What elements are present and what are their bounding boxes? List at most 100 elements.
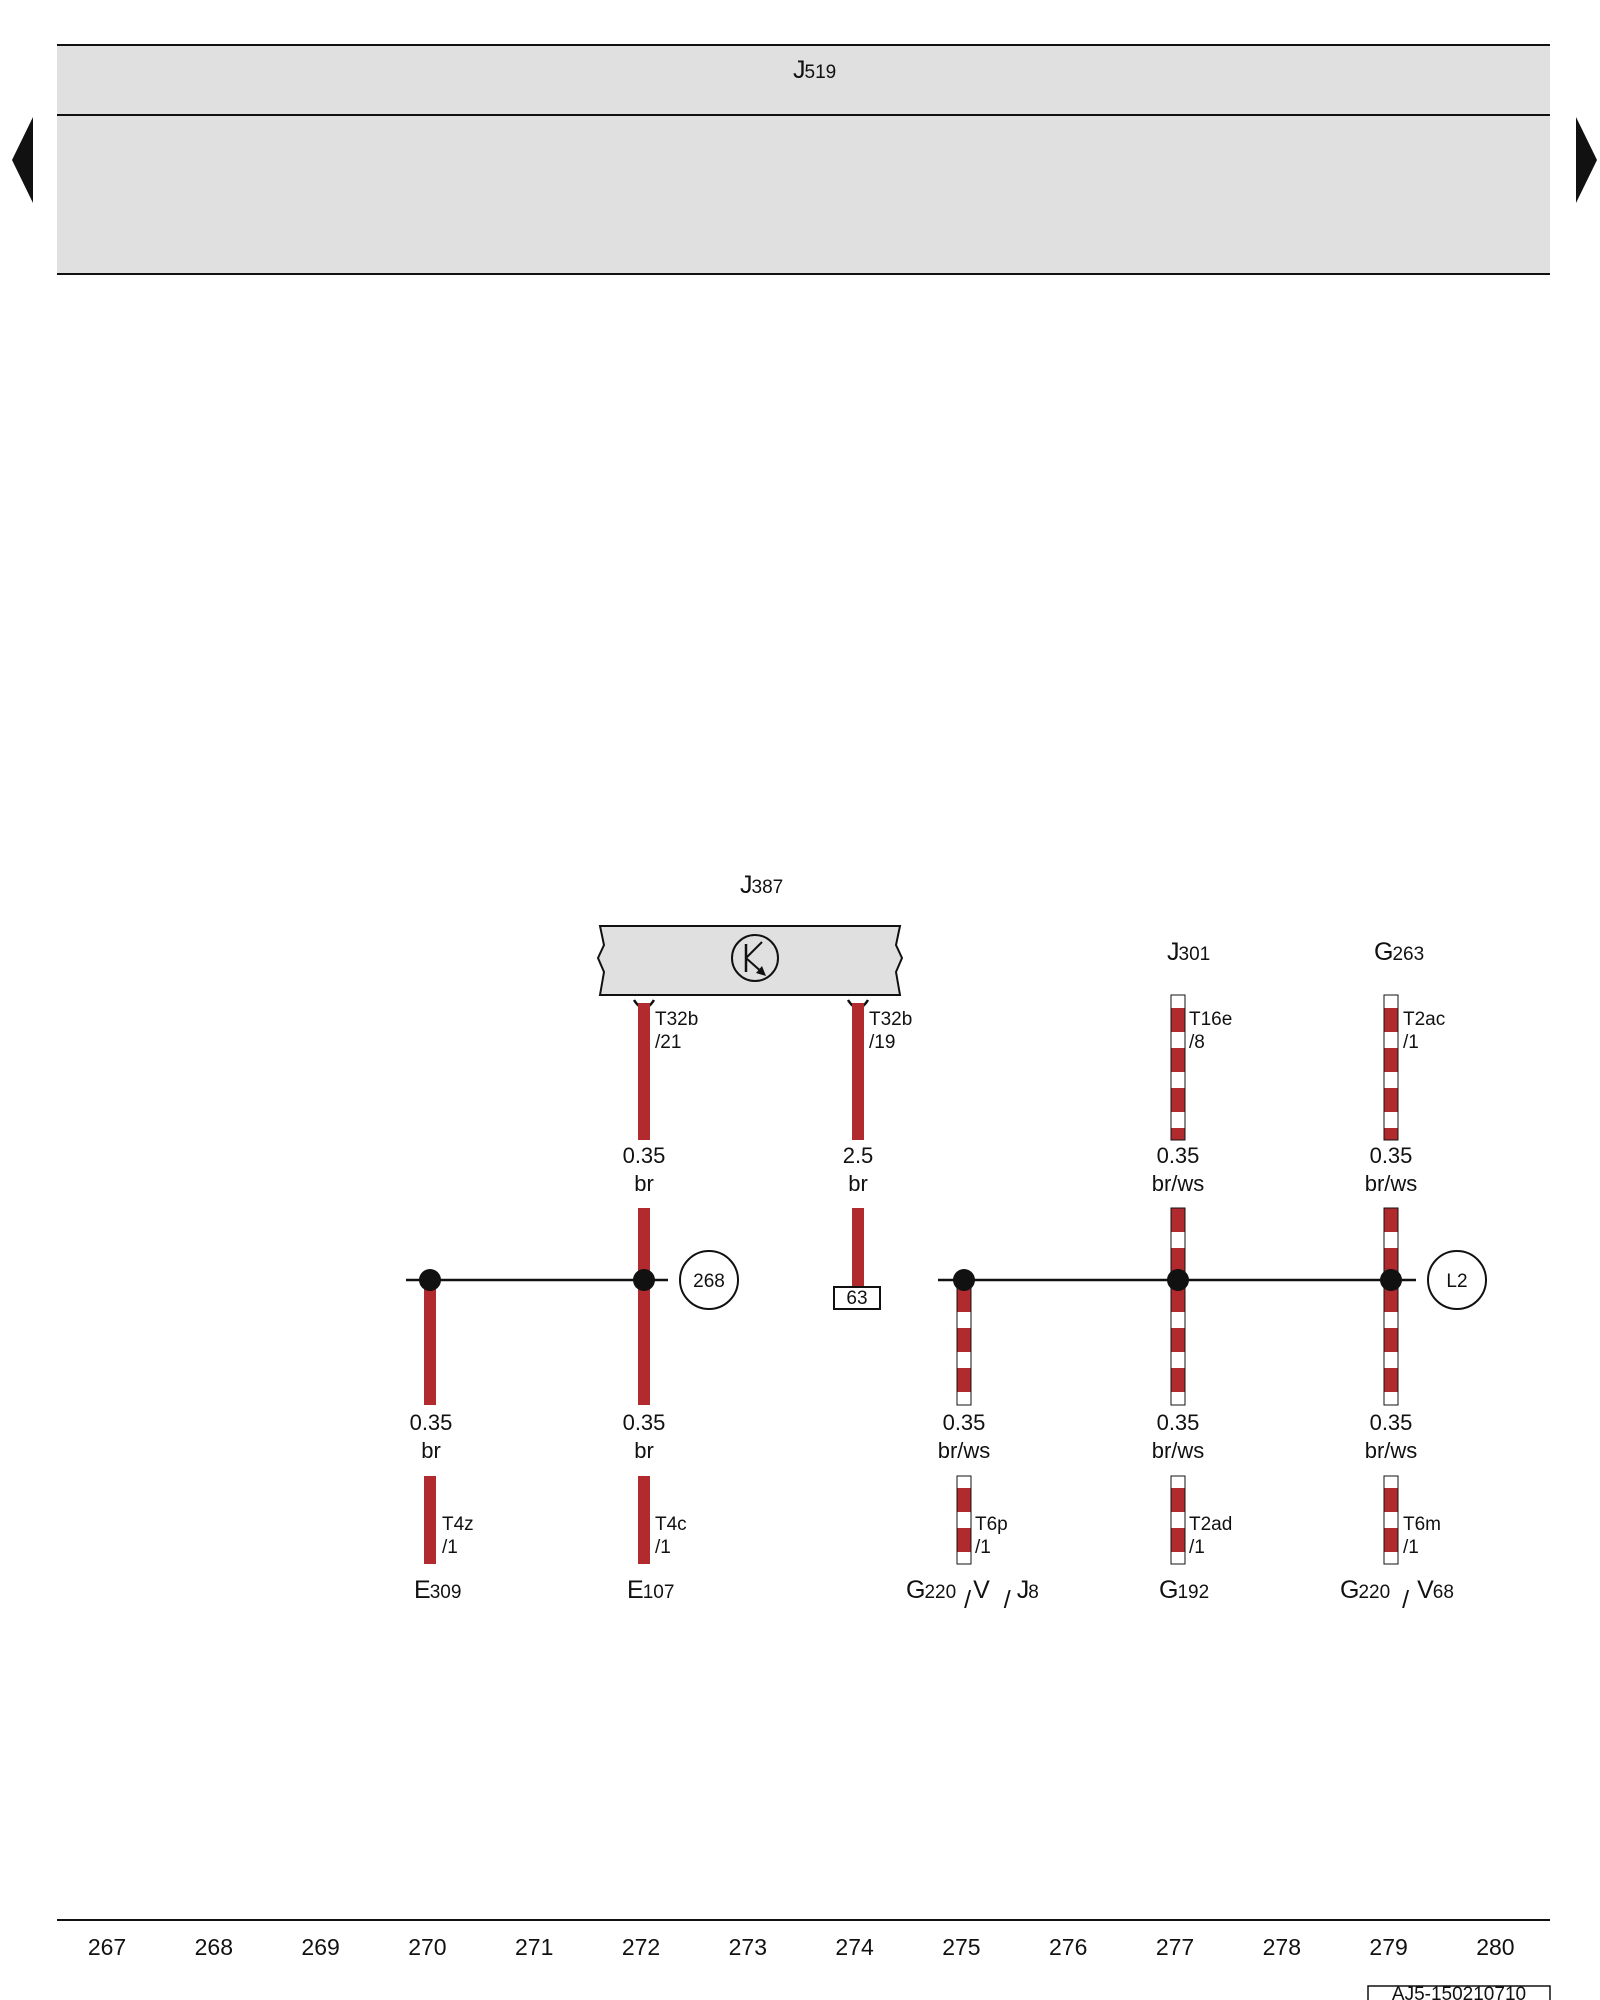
- component-g220-v-j8: G220/V/J8: [906, 1576, 1039, 1614]
- previous-page-arrow[interactable]: [12, 117, 33, 203]
- wire-275-mid: [956, 1279, 972, 1406]
- e309-number: 309: [430, 1582, 462, 1603]
- wire-270-lower-size: 0.35: [410, 1410, 453, 1435]
- pin-19-number: /19: [869, 1032, 895, 1053]
- j387-number: 387: [752, 877, 784, 898]
- footer-column-269: 269: [301, 1934, 339, 1960]
- footer-column-275: 275: [942, 1934, 980, 1960]
- component-g192: G192: [1159, 1576, 1209, 1604]
- g220-v-separator: /: [964, 1586, 971, 1614]
- top-component-g263: G263: [1374, 938, 1424, 966]
- g220-b-number: 220: [1358, 1582, 1390, 1603]
- footer-column-278: 278: [1263, 1934, 1301, 1960]
- wire-274-mid: [852, 1208, 864, 1288]
- upper-wire-labels: 0.35 br 2.5 br 0.35 br/ws 0.35 br/ws: [623, 1143, 1418, 1196]
- wire-272-upper: [638, 1003, 650, 1140]
- reference-circle-268-text: 268: [693, 1271, 725, 1292]
- e309-prefix: E: [414, 1576, 431, 1604]
- footer-code-box: [1367, 1985, 1551, 2000]
- j301-number: 301: [1179, 944, 1211, 965]
- wire-277-mid: [1170, 1207, 1186, 1406]
- splice-dot-277: [1167, 1269, 1189, 1291]
- header-component-prefix: J: [793, 56, 806, 84]
- wire-279-lower: [1383, 1475, 1399, 1565]
- pin-t16e-connector: T16e: [1189, 1009, 1232, 1030]
- header-component-label: J519: [793, 56, 836, 84]
- pin-t32b-connector-b: T32b: [869, 1009, 912, 1030]
- g263-prefix: G: [1374, 938, 1393, 966]
- wire-279-lower-color: br/ws: [1365, 1438, 1418, 1463]
- header-background: [57, 45, 1550, 274]
- footer-code: AJ5-150210710: [1392, 1984, 1526, 2000]
- header-component-number: 519: [805, 62, 837, 83]
- wire-279-upper: [1383, 994, 1399, 1141]
- j8-number: 8: [1028, 1582, 1039, 1603]
- splice-dot-275: [953, 1269, 975, 1291]
- footer-column-272: 272: [622, 1934, 660, 1960]
- pin-t4z-1-number: /1: [442, 1537, 458, 1558]
- g192-number: 192: [1177, 1582, 1209, 1603]
- wire-275-lower-size: 0.35: [943, 1410, 986, 1435]
- reference-circle-l2-text: L2: [1446, 1271, 1467, 1292]
- pin-t6m-connector: T6m: [1403, 1514, 1441, 1535]
- wire-274-upper-color: br: [848, 1171, 868, 1196]
- footer-column-270: 270: [408, 1934, 446, 1960]
- wire-270-lower: [424, 1476, 436, 1564]
- j387-prefix: J: [740, 871, 753, 899]
- wire-272-lower: [638, 1476, 650, 1564]
- ground-point-63-text: 63: [846, 1288, 867, 1309]
- g220-v68-separator: /: [1402, 1586, 1409, 1614]
- g192-prefix: G: [1159, 1576, 1178, 1604]
- pin-t6m-1-number: /1: [1403, 1537, 1419, 1558]
- splice-dot-270: [419, 1269, 441, 1291]
- pin-t4z-connector: T4z: [442, 1514, 474, 1535]
- footer-column-271: 271: [515, 1934, 553, 1960]
- footer-column-280: 280: [1476, 1934, 1514, 1960]
- pin-t2ac-1-number: /1: [1403, 1032, 1419, 1053]
- wire-270-mid: [424, 1280, 436, 1405]
- splice-dot-272: [633, 1269, 655, 1291]
- reference-circle-268[interactable]: 268: [679, 1250, 739, 1310]
- top-component-j301: J301: [1167, 938, 1210, 966]
- footer-column-268: 268: [195, 1934, 233, 1960]
- j8-prefix: J: [1017, 1576, 1030, 1604]
- wire-277-lower-color: br/ws: [1152, 1438, 1205, 1463]
- wire-275-lower: [956, 1475, 972, 1565]
- control-unit-j387: J387: [596, 871, 904, 1010]
- footer-column-273: 273: [729, 1934, 767, 1960]
- component-e309: E309: [414, 1576, 461, 1604]
- splice-dot-279: [1380, 1269, 1402, 1291]
- transistor-icon: [731, 934, 779, 982]
- j301-prefix: J: [1167, 938, 1180, 966]
- reference-circle-l2[interactable]: L2: [1427, 1250, 1487, 1310]
- v68-number: 68: [1433, 1582, 1454, 1603]
- g220-b-prefix: G: [1340, 1576, 1359, 1604]
- wire-272-lower-color: br: [634, 1438, 654, 1463]
- wire-279-upper-color: br/ws: [1365, 1171, 1418, 1196]
- pin-t2ad-connector: T2ad: [1189, 1514, 1232, 1535]
- next-page-arrow[interactable]: [1576, 117, 1597, 203]
- header-band: J519: [57, 44, 1550, 275]
- wire-272-mid: [638, 1208, 650, 1405]
- pin-8-number: /8: [1189, 1032, 1205, 1053]
- g220-a-prefix: G: [906, 1576, 925, 1604]
- e107-number: 107: [643, 1582, 675, 1603]
- v-j8-separator: /: [1004, 1586, 1011, 1614]
- wire-279-lower-size: 0.35: [1370, 1410, 1413, 1435]
- wire-270-lower-color: br: [421, 1438, 441, 1463]
- g263-number: 263: [1392, 944, 1424, 965]
- wire-277-upper: [1170, 994, 1186, 1141]
- wire-277-lower: [1170, 1475, 1186, 1565]
- wire-279-mid: [1383, 1207, 1399, 1406]
- pin-t2ad-1-number: /1: [1189, 1537, 1205, 1558]
- pin-t2ac-connector: T2ac: [1403, 1009, 1445, 1030]
- wire-277-upper-color: br/ws: [1152, 1171, 1205, 1196]
- pin-t4c-connector: T4c: [655, 1514, 687, 1535]
- pin-21-number: /21: [655, 1032, 681, 1053]
- pin-t32b-connector-a: T32b: [655, 1009, 698, 1030]
- wire-274-upper-size: 2.5: [843, 1143, 874, 1168]
- component-g220-v68: G220/V68: [1340, 1576, 1454, 1614]
- footer-column-276: 276: [1049, 1934, 1087, 1960]
- j387-label: J387: [740, 871, 783, 899]
